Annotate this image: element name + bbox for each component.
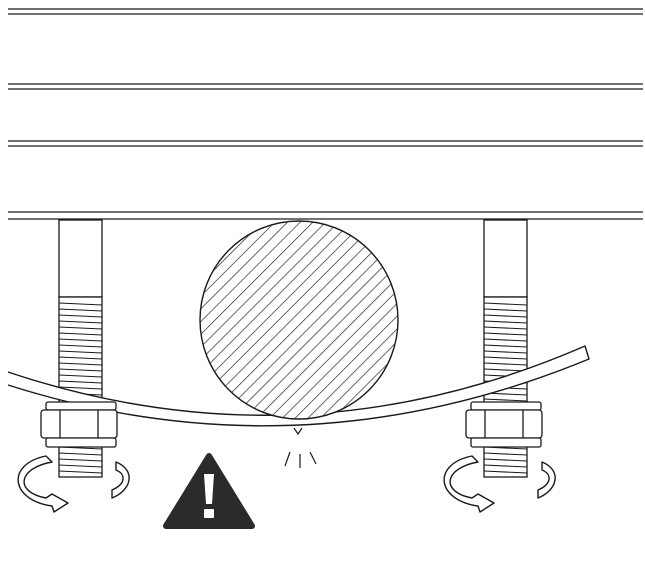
thread-line <box>483 398 528 402</box>
stress-marks <box>284 451 317 468</box>
thread-line <box>58 308 103 312</box>
thread-line <box>58 350 103 354</box>
thread-line <box>483 470 528 474</box>
warning-dot <box>204 509 214 518</box>
thread-line <box>58 380 103 384</box>
thread-line <box>483 356 528 360</box>
thread-line <box>58 368 103 372</box>
rotate-arrow-icon-left <box>17 455 130 513</box>
thread-line <box>483 320 528 324</box>
pressing-disc <box>199 220 399 420</box>
thread-line <box>483 314 528 318</box>
thread-line <box>58 356 103 360</box>
thread-line <box>483 344 528 348</box>
thread-line <box>58 326 103 330</box>
thread-line <box>483 452 528 456</box>
thread-line <box>58 458 103 462</box>
thread-line <box>58 386 103 390</box>
thread-line <box>58 374 103 378</box>
rotate-arrow-icon-right <box>443 455 556 513</box>
press-plate <box>8 211 643 220</box>
thread-line <box>58 338 103 342</box>
thread-line <box>483 350 528 354</box>
thread-line <box>483 368 528 372</box>
warning-exclamation <box>204 474 214 504</box>
thread-line <box>483 326 528 330</box>
thread-line <box>483 338 528 342</box>
thread-line <box>58 320 103 324</box>
thread-line <box>58 314 103 318</box>
left-nut <box>40 401 118 448</box>
thread-line <box>58 464 103 468</box>
thread-line <box>483 302 528 306</box>
thread-line <box>58 452 103 456</box>
press-rails <box>8 8 643 147</box>
bent-bar <box>7 345 590 427</box>
thread-line <box>483 362 528 366</box>
thread-line <box>483 464 528 468</box>
thread-line <box>58 344 103 348</box>
thread-line <box>58 362 103 366</box>
thread-line <box>483 332 528 336</box>
thread-line <box>58 302 103 306</box>
thread-line <box>483 308 528 312</box>
thread-line <box>58 470 103 474</box>
warning-triangle-icon <box>163 453 255 529</box>
bar-crack <box>293 427 303 436</box>
thread-line <box>483 458 528 462</box>
thread-line <box>58 332 103 336</box>
right-nut <box>465 401 543 448</box>
